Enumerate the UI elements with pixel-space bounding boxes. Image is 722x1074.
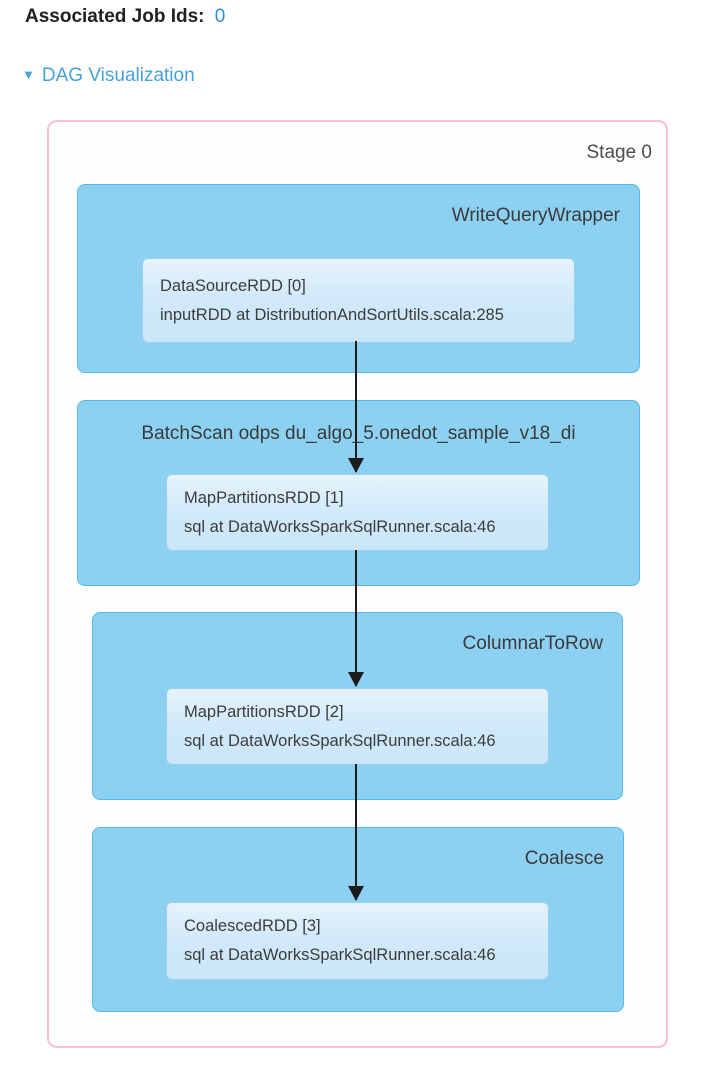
rdd-node-mappartitionsrdd-1[interactable]: MapPartitionsRDD [1] sql at DataWorksSpa… (166, 474, 549, 551)
dag-visualization-label: DAG Visualization (41, 65, 195, 86)
operation-title: ColumnarToRow (462, 633, 603, 654)
dag-node-writequerywrapper: WriteQueryWrapper DataSourceRDD [0] inpu… (77, 184, 640, 373)
edge-arrow (348, 764, 364, 901)
associated-job-id-link[interactable]: 0 (214, 6, 226, 27)
operation-title: WriteQueryWrapper (451, 205, 620, 226)
rdd-node-mappartitionsrdd-2[interactable]: MapPartitionsRDD [2] sql at DataWorksSpa… (166, 688, 549, 765)
collapse-triangle-icon: ▼ (22, 67, 35, 82)
rdd-name: MapPartitionsRDD [2] (184, 702, 344, 721)
dag-node-columnartorow: ColumnarToRow MapPartitionsRDD [2] sql a… (92, 612, 623, 800)
edge-arrow (348, 550, 364, 687)
associated-job-ids-label: Associated Job Ids: (25, 6, 205, 27)
dag-node-batchscan: BatchScan odps du_algo_5.onedot_sample_v… (77, 400, 640, 586)
rdd-call-site: sql at DataWorksSparkSqlRunner.scala:46 (184, 731, 496, 750)
rdd-call-site: sql at DataWorksSparkSqlRunner.scala:46 (184, 517, 496, 536)
operation-title: Coalesce (524, 848, 604, 869)
rdd-call-site: inputRDD at DistributionAndSortUtils.sca… (160, 305, 504, 324)
dag-node-coalesce: Coalesce CoalescedRDD [3] sql at DataWor… (92, 827, 624, 1012)
rdd-name: MapPartitionsRDD [1] (184, 488, 344, 507)
associated-job-ids-header: Associated Job Ids: 0 (25, 5, 225, 29)
rdd-call-site: sql at DataWorksSparkSqlRunner.scala:46 (184, 946, 496, 964)
rdd-name: CoalescedRDD [3] (184, 917, 321, 935)
rdd-name: DataSourceRDD [0] (160, 276, 306, 295)
operation-title: BatchScan odps du_algo_5.onedot_sample_v… (141, 423, 576, 444)
rdd-node-coalescedrdd-3[interactable]: CoalescedRDD [3] sql at DataWorksSparkSq… (166, 902, 549, 980)
dag-visualization-toggle[interactable]: ▼ DAG Visualization (22, 63, 195, 88)
edge-arrow (348, 341, 364, 473)
rdd-node-datasourcerdd-0[interactable]: DataSourceRDD [0] inputRDD at Distributi… (142, 258, 575, 343)
stage-label: Stage 0 (586, 142, 653, 163)
